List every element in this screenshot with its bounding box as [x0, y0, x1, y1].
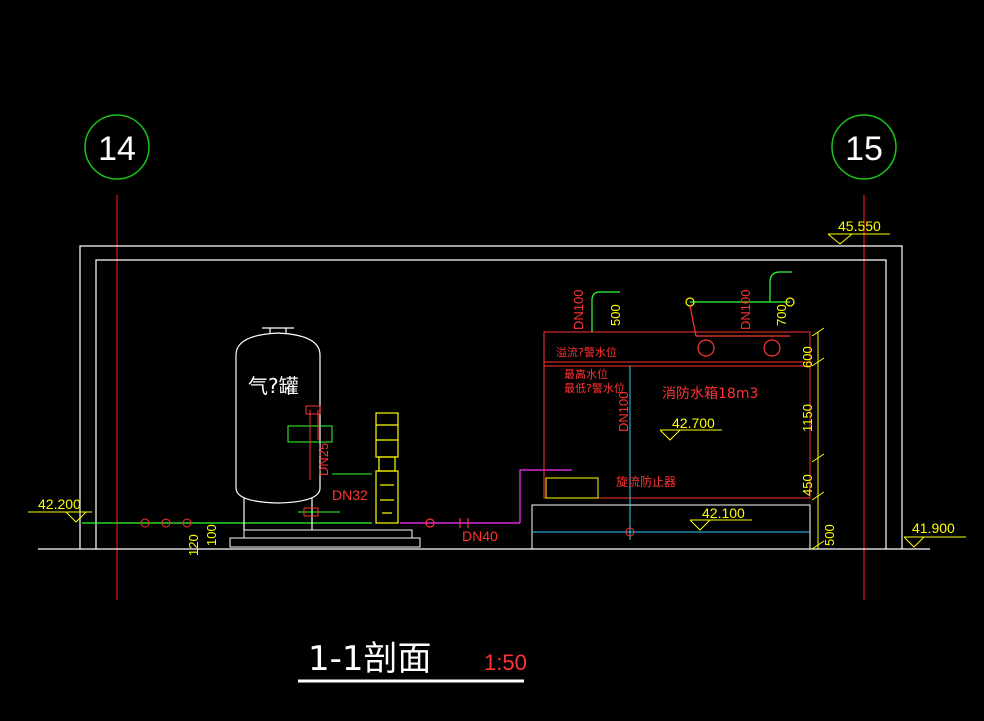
- dim-600: 600: [800, 346, 815, 368]
- elevation-right-label: 41.900: [912, 520, 955, 536]
- elevation-top: 45.550: [827, 218, 890, 245]
- tank-label: 气?罐: [248, 374, 299, 398]
- axis-14-label: 14: [98, 130, 136, 168]
- backflow-label: 旋流防止器: [616, 474, 676, 489]
- title-scale: 1:50: [484, 650, 527, 675]
- elevation-tank-inner-label: 42.700: [672, 415, 715, 431]
- highest-label: 最高水位: [564, 367, 608, 381]
- pipe-dn32-label: DN32: [332, 487, 368, 503]
- pressure-tank: [235, 327, 321, 530]
- elevation-top-label: 45.550: [838, 218, 881, 234]
- elevation-left-label: 42.200: [38, 496, 81, 512]
- drawing-title: 1-1剖面 1:50: [298, 639, 527, 683]
- axis-15-label: 15: [845, 130, 883, 168]
- title-main: 1-1剖面: [308, 639, 432, 679]
- dim-120: 120: [186, 534, 201, 556]
- pump: [375, 412, 399, 524]
- axis-15: 15: [831, 114, 897, 180]
- tank-top-pipes: [591, 271, 795, 357]
- dn100-b-label: DN100: [738, 290, 753, 330]
- water-tank-label: 消防水箱18m3: [662, 386, 758, 402]
- pipe-dn25-label: DN25: [316, 443, 331, 476]
- axis-14: 14: [84, 114, 150, 180]
- equipment-base: [229, 529, 421, 548]
- lowest-label: 最低?警水位: [564, 381, 625, 395]
- water-tank: [531, 331, 811, 550]
- pipe-dn40-label: DN40: [462, 528, 498, 544]
- dim-450: 450: [800, 474, 815, 496]
- dn100-c-label: DN100: [616, 392, 631, 432]
- elevation-tank-base-label: 42.100: [702, 505, 745, 521]
- dim-1150: 1150: [800, 404, 815, 432]
- pipe-to-tank: [400, 469, 572, 528]
- tank-piping: [287, 405, 372, 517]
- dim-500b: 500: [822, 524, 837, 546]
- dim-700: 700: [774, 304, 789, 326]
- elevation-tank-inner: 42.700: [659, 415, 722, 441]
- room-walls: [38, 245, 930, 550]
- dim-100b: 100: [204, 524, 219, 546]
- overflow-label: 溢流?警水位: [556, 345, 617, 359]
- dim-500: 500: [608, 304, 623, 326]
- dn100-a-label: DN100: [571, 290, 586, 330]
- elevation-right: 41.900: [903, 520, 966, 548]
- elevation-left: 42.200: [28, 496, 92, 523]
- dimension-chain-right: [811, 327, 825, 550]
- elevation-tank-base: 42.100: [689, 505, 752, 531]
